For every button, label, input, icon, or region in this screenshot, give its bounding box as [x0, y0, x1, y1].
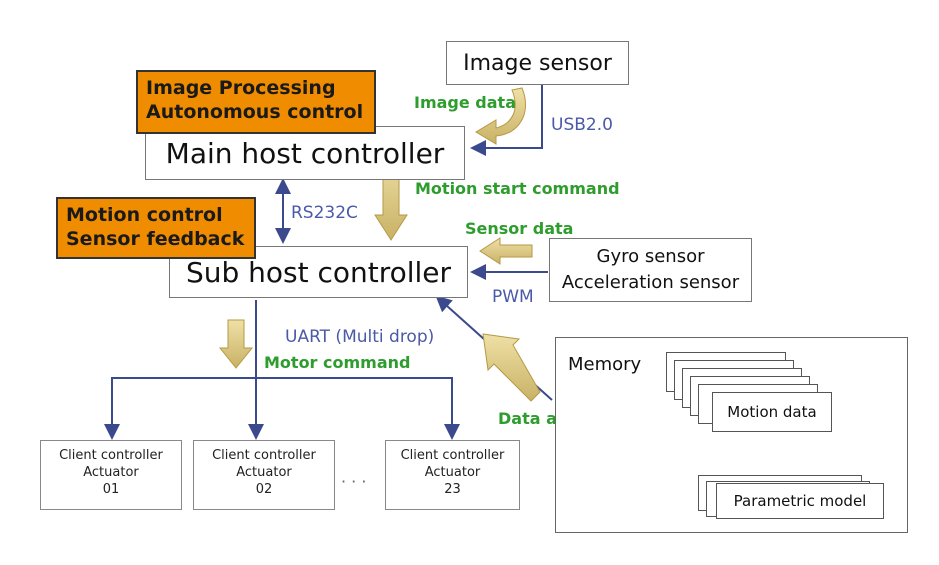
acceleration-sensor-label: Acceleration sensor — [561, 272, 740, 293]
uart-label: UART (Multi drop) — [285, 327, 435, 347]
motion-start-command-label: Motion start command — [415, 179, 620, 198]
sub-host-controller-box: Sub host controller — [169, 246, 468, 298]
image-data-label: Image data — [414, 93, 516, 112]
parametric-model-box: Parametric model — [716, 483, 884, 519]
client-line1: Client controller — [59, 448, 163, 463]
usb-label: USB2.0 — [551, 115, 613, 135]
client-line2: Actuator — [236, 465, 292, 480]
sub-host-controller-label: Sub host controller — [185, 255, 452, 289]
image-processing-line1: Image Processing — [146, 77, 336, 99]
sensor-data-label: Sensor data — [465, 219, 574, 238]
rs232c-label: RS232C — [291, 203, 358, 223]
motion-control-box: Motion control Sensor feedback — [56, 197, 256, 259]
motion-data-label: Motion data — [727, 403, 817, 421]
motor-command-label: Motor command — [264, 353, 411, 372]
image-processing-line2: Autonomous control — [146, 101, 364, 123]
pwm-label: PWM — [492, 287, 534, 307]
client-controller-02: Client controller Actuator 02 — [193, 440, 335, 510]
client-num: 02 — [255, 482, 273, 497]
client-controller-01: Client controller Actuator 01 — [40, 440, 182, 510]
image-processing-box: Image Processing Autonomous control — [136, 70, 376, 134]
client-line1: Client controller — [212, 448, 316, 463]
main-host-controller-label: Main host controller — [165, 136, 445, 170]
ellipsis: · · · — [341, 472, 367, 491]
client-controller-23: Client controller Actuator 23 — [385, 440, 520, 510]
motion-control-line1: Motion control — [66, 204, 223, 226]
gyro-sensor-label: Gyro sensor — [596, 246, 705, 267]
image-sensor-box: Image sensor — [446, 41, 629, 85]
parametric-model-label: Parametric model — [733, 492, 867, 510]
gyro-sensor-box: Gyro sensor Acceleration sensor — [549, 238, 752, 302]
motion-control-line2: Sensor feedback — [66, 228, 245, 250]
client-line1: Client controller — [400, 448, 505, 463]
client-line2: Actuator — [424, 465, 481, 480]
client-num: 01 — [102, 482, 120, 497]
memory-title: Memory — [568, 354, 642, 375]
motion-data-box: Motion data — [712, 392, 832, 432]
client-line2: Actuator — [83, 465, 139, 480]
image-sensor-label: Image sensor — [463, 50, 612, 76]
client-num: 23 — [444, 482, 461, 497]
main-host-controller-box: Main host controller — [145, 126, 465, 180]
